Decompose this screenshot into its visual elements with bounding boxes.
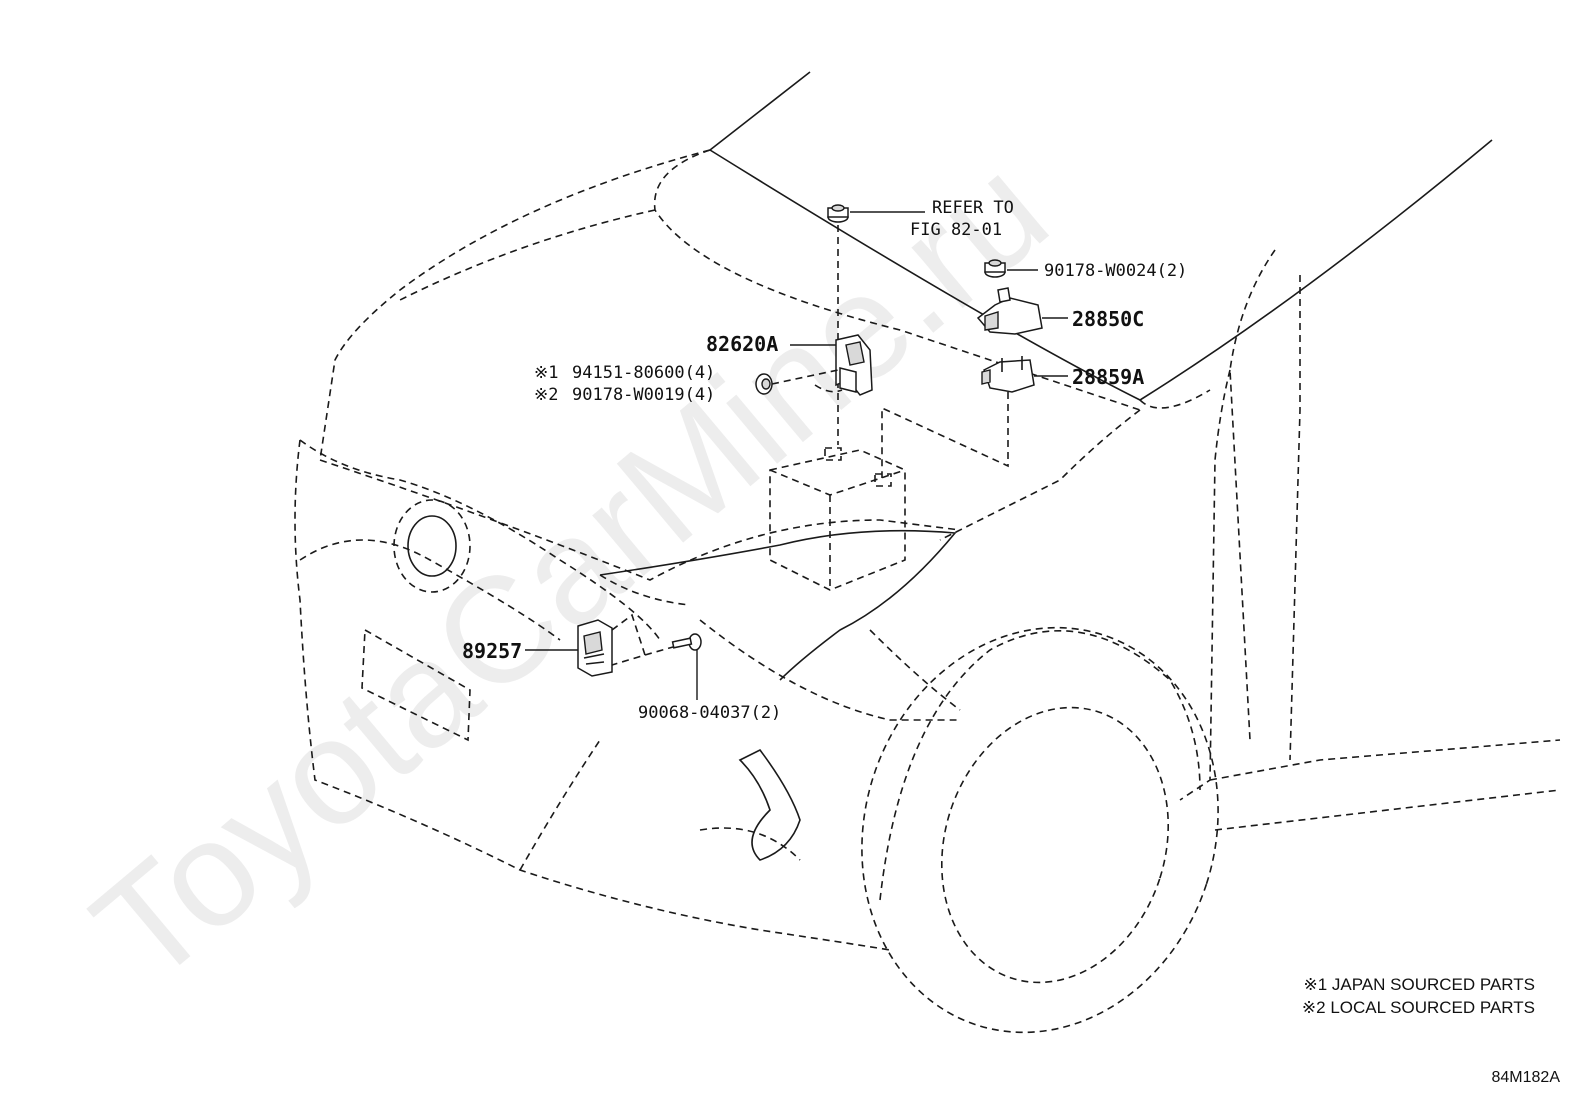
label-refer-to: REFER TO [932,198,1014,218]
guide-line-28859a [881,392,1009,478]
guide-line-89257 [611,613,647,666]
label-28850c: 28850C [1072,307,1144,331]
part-28859a [981,356,1035,393]
clip-nut-side [755,373,773,395]
label-82620a: 82620A [706,332,778,356]
guide-line-nut2 [814,384,843,393]
watermark: ToyotaCarMine.ru [63,125,1078,1015]
label-90178-w0024: 90178-W0024(2) [1044,261,1187,281]
part-28850c [976,287,1043,335]
clip-nut-top [827,204,849,223]
figure-code: 84M182A [1492,1069,1561,1086]
legend-note-2: ※2 LOCAL SOURCED PARTS [1302,998,1535,1017]
label-94151-80600: 94151-80600(4) [572,363,715,383]
bolt-90068-04037 [671,633,702,651]
legend-note-1: ※1 JAPAN SOURCED PARTS [1303,975,1535,994]
label-90068-04037: 90068-04037(2) [638,703,781,723]
nut-90178-w0024 [984,259,1006,278]
label-89257: 89257 [462,639,522,663]
vehicle-outline [294,71,1561,1034]
battery [769,447,906,591]
label-mark-2: ※2 [534,385,558,405]
label-90178-w0019: 90178-W0019(4) [572,385,715,405]
label-mark-1: ※1 [534,363,558,383]
label-fig-82-01: FIG 82-01 [910,220,1002,240]
part-89257 [577,619,613,677]
part-82620a [835,334,873,396]
label-28859a: 28859A [1072,365,1144,389]
